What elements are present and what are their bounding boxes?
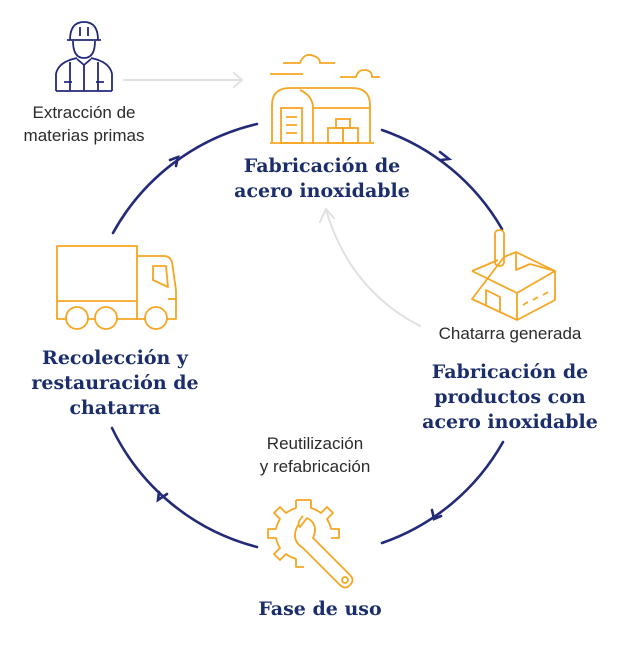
gear-wrench-icon — [267, 499, 354, 589]
node-line: chatarra — [69, 397, 161, 419]
node-line: Recolección y — [42, 347, 188, 369]
extraccion-label: Extracción de materias primas — [14, 101, 154, 147]
cycle-arc-bottom-left — [110, 426, 259, 549]
node-line: productos con — [434, 386, 586, 408]
extraccion-line-2: materias primas — [23, 126, 145, 145]
arrowhead-bottom-right — [430, 508, 443, 521]
cycle-arc-top-left — [111, 122, 259, 235]
arrowhead-bottom-left — [156, 490, 169, 503]
scrap-return-arrow — [319, 207, 421, 327]
node-line: Fase de uso — [258, 598, 382, 620]
arrowhead-top-right — [438, 150, 453, 162]
cycle-arc-bottom-right — [380, 440, 505, 545]
reutilizacion-label: Reutilización y refabricación — [240, 432, 390, 478]
node-line: acero inoxidable — [234, 180, 410, 202]
extraction-arrow — [123, 72, 244, 88]
reutilizacion-line-1: Reutilización — [266, 434, 364, 453]
node-line: acero inoxidable — [422, 411, 598, 433]
reutilizacion-line-2: y refabricación — [259, 457, 371, 476]
worker-icon — [55, 21, 113, 92]
node-line: Fabricación de — [243, 155, 401, 177]
factory-icon — [471, 229, 556, 321]
node-fabricacion-productos: Fabricación de productos con acero inoxi… — [410, 360, 610, 435]
truck-icon — [56, 245, 177, 330]
chatarra-line: Chatarra generada — [438, 324, 582, 343]
node-fabricacion-acero: Fabricación de acero inoxidable — [222, 154, 422, 204]
node-line: restauración de — [31, 372, 199, 394]
cycle-arc-top-right — [380, 128, 504, 231]
extraccion-line-1: Extracción de — [32, 103, 136, 122]
warehouse-icon — [270, 54, 380, 144]
node-fase-uso: Fase de uso — [230, 597, 410, 622]
node-line: Fabricación de — [431, 361, 589, 383]
node-recoleccion: Recolección y restauración de chatarra — [15, 346, 215, 421]
arrowhead-top-left — [168, 154, 180, 168]
chatarra-generada-label: Chatarra generada — [425, 322, 595, 345]
